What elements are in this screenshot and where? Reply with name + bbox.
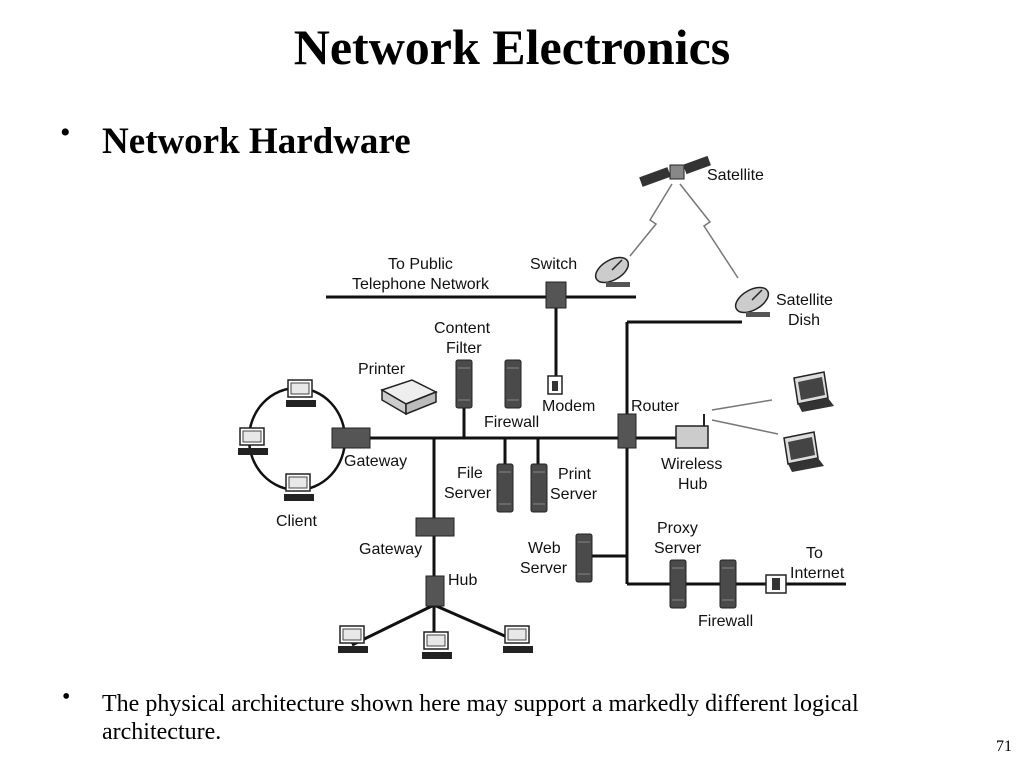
diagram-labels: Satellite Satellite Dish To Public Telep… — [276, 167, 845, 630]
laptop-top-icon — [793, 371, 835, 413]
firewall-top-icon — [504, 359, 522, 409]
label-file-server-2: Server — [444, 485, 492, 502]
satellite-signals — [629, 183, 739, 279]
label-web-server-1: Web — [528, 540, 561, 557]
label-to-public-1: To Public — [388, 256, 453, 273]
proxy-server-icon — [669, 559, 687, 609]
bullet-marker-2: • — [62, 684, 71, 710]
printer-icon — [380, 379, 438, 416]
label-satellite-dish-2: Dish — [788, 312, 820, 329]
label-to-internet-2: Internet — [790, 565, 845, 582]
bullet-marker: • — [60, 116, 71, 149]
gateway-bottom-icon — [415, 517, 455, 537]
section-heading: Network Hardware — [102, 121, 411, 162]
label-to-internet-1: To — [806, 545, 823, 562]
content-filter-icon — [455, 359, 473, 409]
web-server-icon — [575, 533, 593, 583]
label-wireless-hub-2: Hub — [678, 476, 707, 493]
label-content-filter-2: Filter — [446, 340, 482, 357]
label-firewall-bottom: Firewall — [698, 613, 753, 630]
file-server-icon — [496, 463, 514, 513]
label-satellite-dish-1: Satellite — [776, 292, 833, 309]
hub-client-right-icon — [502, 625, 534, 654]
ring-client-top-icon — [285, 379, 317, 408]
label-gateway-left: Gateway — [344, 453, 407, 470]
note-text: The physical architecture shown here may… — [102, 691, 859, 745]
print-server-icon — [530, 463, 548, 513]
label-router: Router — [631, 398, 680, 415]
page-title: Network Electronics — [293, 19, 731, 75]
label-client: Client — [276, 513, 317, 530]
label-hub: Hub — [448, 572, 477, 589]
label-print-server-2: Server — [550, 486, 598, 503]
laptop-bottom-icon — [783, 431, 825, 473]
label-wireless-hub-1: Wireless — [661, 456, 722, 473]
label-satellite: Satellite — [707, 167, 764, 184]
label-proxy-server-2: Server — [654, 540, 702, 557]
ring-client-left-icon — [237, 427, 269, 456]
label-switch: Switch — [530, 256, 577, 273]
switch-icon — [545, 281, 567, 309]
router-icon — [617, 413, 637, 449]
label-file-server-1: File — [457, 465, 483, 482]
client-icon — [283, 473, 315, 502]
label-firewall-top: Firewall — [484, 414, 539, 431]
wireless-hub-icon — [675, 425, 709, 449]
label-print-server-1: Print — [558, 466, 591, 483]
label-content-filter-1: Content — [434, 320, 491, 337]
label-gateway-bottom: Gateway — [359, 541, 422, 558]
gateway-left-icon — [331, 427, 371, 449]
hub-client-left-icon — [337, 625, 369, 654]
label-modem: Modem — [542, 398, 595, 415]
label-to-public-2: Telephone Network — [352, 276, 490, 293]
firewall-bottom-icon — [719, 559, 737, 609]
page-number: 71 — [996, 738, 1012, 755]
hub-client-middle-icon — [421, 631, 453, 660]
label-printer: Printer — [358, 361, 406, 378]
wireless-signals — [711, 399, 779, 435]
satellite-dish-icon — [730, 281, 774, 319]
switch-dish-icon — [590, 251, 634, 289]
label-web-server-2: Server — [520, 560, 568, 577]
hub-icon — [425, 575, 445, 607]
label-proxy-server-1: Proxy — [657, 520, 698, 537]
satellite-icon — [639, 155, 711, 187]
